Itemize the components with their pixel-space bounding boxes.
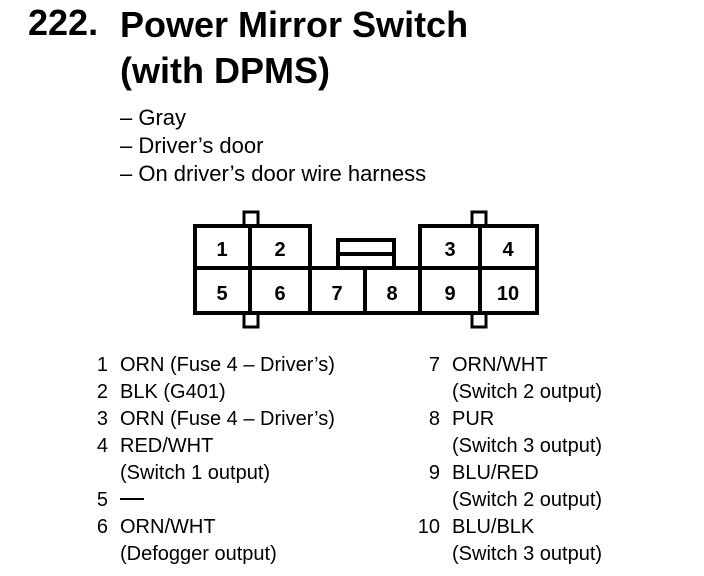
connector-details: – Gray – Driver’s door – On driver’s doo… bbox=[120, 104, 426, 188]
pin-number: 5 bbox=[96, 489, 108, 511]
locking-tab-bottom-right bbox=[470, 311, 488, 329]
pin-number: 1 bbox=[96, 354, 108, 376]
pin-label: 9 bbox=[444, 283, 455, 305]
pin-wire: BLK (G401) bbox=[120, 381, 226, 403]
pin-function: (Switch 2 output) bbox=[452, 381, 603, 403]
pin-label: 10 bbox=[497, 283, 519, 305]
diagram-title: Power Mirror Switch (with DPMS) bbox=[120, 2, 468, 94]
pin-label: 7 bbox=[331, 283, 342, 305]
pin-number: 9 bbox=[428, 462, 440, 484]
pin-wire: BLU/BLK bbox=[452, 516, 535, 538]
pinout-right-column: 7 ORN/WHT (Switch 2 output) 8 PUR (Switc… bbox=[410, 352, 690, 568]
pinout-row: 7 ORN/WHT (Switch 2 output) bbox=[410, 352, 690, 406]
pin-label: 8 bbox=[386, 283, 397, 305]
title-line-2: (with DPMS) bbox=[120, 50, 330, 91]
pinout-row: 6 ORN/WHT (Defogger output) bbox=[78, 514, 378, 568]
pin-unused-dash bbox=[120, 487, 144, 514]
pinout-row: 1 ORN (Fuse 4 – Driver’s) bbox=[78, 352, 378, 379]
pinout-row: 4 RED/WHT (Switch 1 output) bbox=[78, 433, 378, 487]
pin-number: 7 bbox=[428, 354, 440, 376]
pinout-row: 8 PUR (Switch 3 output) bbox=[410, 406, 690, 460]
pin-number: 6 bbox=[96, 516, 108, 538]
pinout-row: 10 BLU/BLK (Switch 3 output) bbox=[410, 514, 690, 568]
pin-function: (Defogger output) bbox=[120, 543, 277, 565]
detail-color: – Gray bbox=[120, 105, 187, 130]
pinout-left-column: 1 ORN (Fuse 4 – Driver’s) 2 BLK (G401) 3… bbox=[78, 352, 378, 568]
pinout-row: 3 ORN (Fuse 4 – Driver’s) bbox=[78, 406, 378, 433]
diagram-number: 222. bbox=[28, 2, 99, 43]
pin-label: 6 bbox=[274, 283, 285, 305]
pinout-row: 5 bbox=[78, 487, 378, 514]
pin-label: 3 bbox=[444, 239, 455, 261]
locking-tab-bottom-left bbox=[242, 311, 260, 329]
detail-location: – Driver’s door bbox=[120, 133, 264, 158]
pin-number: 10 bbox=[417, 516, 440, 538]
pin-label: 1 bbox=[216, 239, 227, 261]
pinout-row: 2 BLK (G401) bbox=[78, 379, 378, 406]
pin-number: 3 bbox=[96, 408, 108, 430]
pinout-row: 9 BLU/RED (Switch 2 output) bbox=[410, 460, 690, 514]
pin-wire: ORN/WHT bbox=[452, 354, 548, 376]
detail-harness: – On driver’s door wire harness bbox=[120, 161, 427, 186]
pin-wire: ORN/WHT bbox=[120, 516, 216, 538]
pin-wire: ORN (Fuse 4 – Driver’s) bbox=[120, 408, 335, 430]
pin-label: 2 bbox=[274, 239, 285, 261]
pin-wire: BLU/RED bbox=[452, 462, 539, 484]
pin-number: 8 bbox=[428, 408, 440, 430]
pin-wire: RED/WHT bbox=[120, 435, 214, 457]
pin-wire: PUR bbox=[452, 408, 495, 430]
pin-function: (Switch 1 output) bbox=[120, 462, 271, 484]
pin-number: 2 bbox=[96, 381, 108, 403]
pin-function: (Switch 3 output) bbox=[452, 543, 603, 565]
locking-tab-top-left bbox=[242, 210, 260, 228]
locking-tab-top-right bbox=[470, 210, 488, 228]
pin-number: 4 bbox=[96, 435, 108, 457]
pin-function: (Switch 3 output) bbox=[452, 435, 603, 457]
pin-wire: ORN (Fuse 4 – Driver’s) bbox=[120, 354, 335, 376]
title-line-1: Power Mirror Switch bbox=[120, 4, 469, 45]
pin-label: 4 bbox=[502, 239, 514, 261]
pin-function: (Switch 2 output) bbox=[452, 489, 603, 511]
pin-label: 5 bbox=[216, 283, 227, 305]
